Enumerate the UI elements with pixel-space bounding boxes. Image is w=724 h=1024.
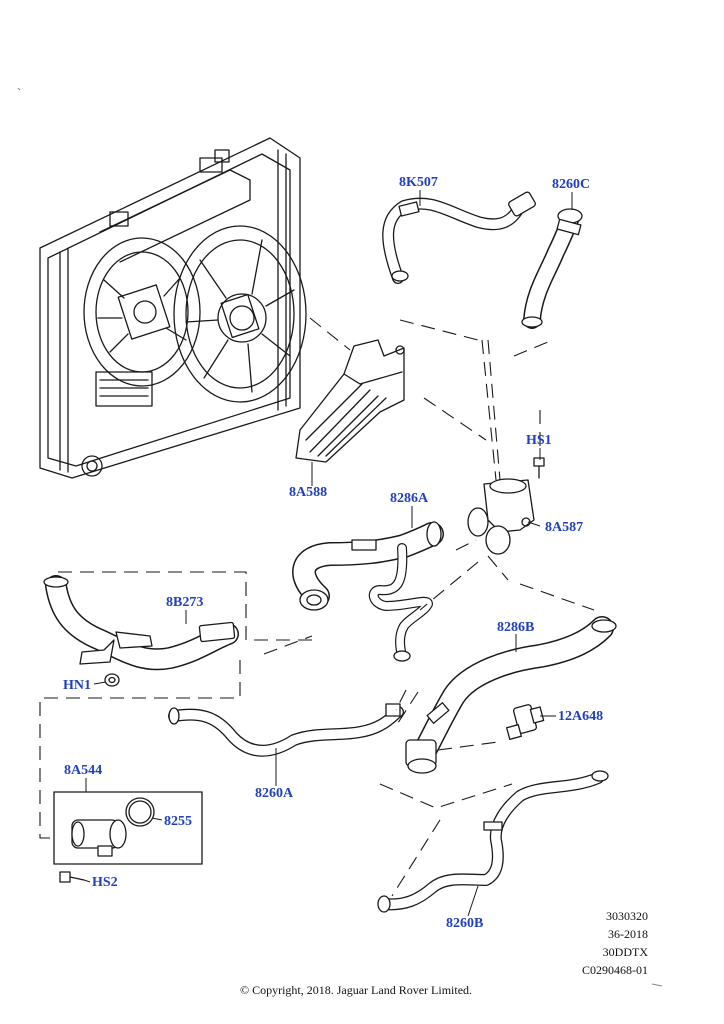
- screw-HS1: [533, 457, 545, 479]
- reference-code-1: 3030320: [606, 909, 648, 923]
- hose-8286A: [292, 521, 444, 662]
- callout-HS1: HS1: [526, 433, 552, 448]
- radiator-fan-assembly: [39, 137, 307, 479]
- leader-lines: [83, 190, 573, 917]
- corner-tick: [17, 87, 21, 91]
- sensor-12A648: [506, 704, 545, 740]
- callout-8K507: 8K507: [399, 175, 438, 190]
- hose-8B273: [43, 575, 239, 671]
- callout-8260A: 8260A: [255, 786, 294, 801]
- corner-tick: [651, 983, 663, 987]
- callout-12A648: 12A648: [558, 709, 604, 724]
- hose-8286B: [405, 616, 617, 774]
- assembly-dash-lines: [39, 317, 595, 897]
- callout-8A587: 8A587: [545, 520, 584, 535]
- hose-8260C: [521, 208, 583, 329]
- callout-8255: 8255: [164, 814, 192, 829]
- callout-8260C: 8260C: [552, 177, 591, 192]
- callout-box-8A544: [53, 791, 203, 865]
- reference-code-3: 30DDTX: [602, 945, 648, 959]
- hose-8260B: [377, 770, 609, 913]
- callout-8A588: 8A588: [289, 485, 328, 500]
- hose-8260A: [168, 703, 404, 757]
- reference-code-2: 36-2018: [608, 927, 648, 941]
- callout-8286A: 8286A: [390, 491, 429, 506]
- copyright-notice: © Copyright, 2018. Jaguar Land Rover Lim…: [239, 983, 473, 997]
- callout-HS2: HS2: [92, 875, 118, 890]
- callout-8286B: 8286B: [497, 620, 535, 635]
- nut-HN1: [104, 673, 120, 687]
- hose-8K507: [382, 191, 536, 284]
- callout-8B273: 8B273: [166, 595, 204, 610]
- thermostat-housing-8A587: [467, 478, 535, 555]
- callout-8260B: 8260B: [446, 916, 484, 931]
- seal-8255: [125, 797, 155, 827]
- screw-HS2: [59, 871, 85, 883]
- bracket-8A588: [295, 339, 405, 463]
- callout-8A544: 8A544: [64, 763, 103, 778]
- callout-HN1: HN1: [63, 678, 91, 693]
- reference-code-4: C0290468-01: [582, 963, 648, 977]
- water-outlet-8A544: [71, 819, 127, 857]
